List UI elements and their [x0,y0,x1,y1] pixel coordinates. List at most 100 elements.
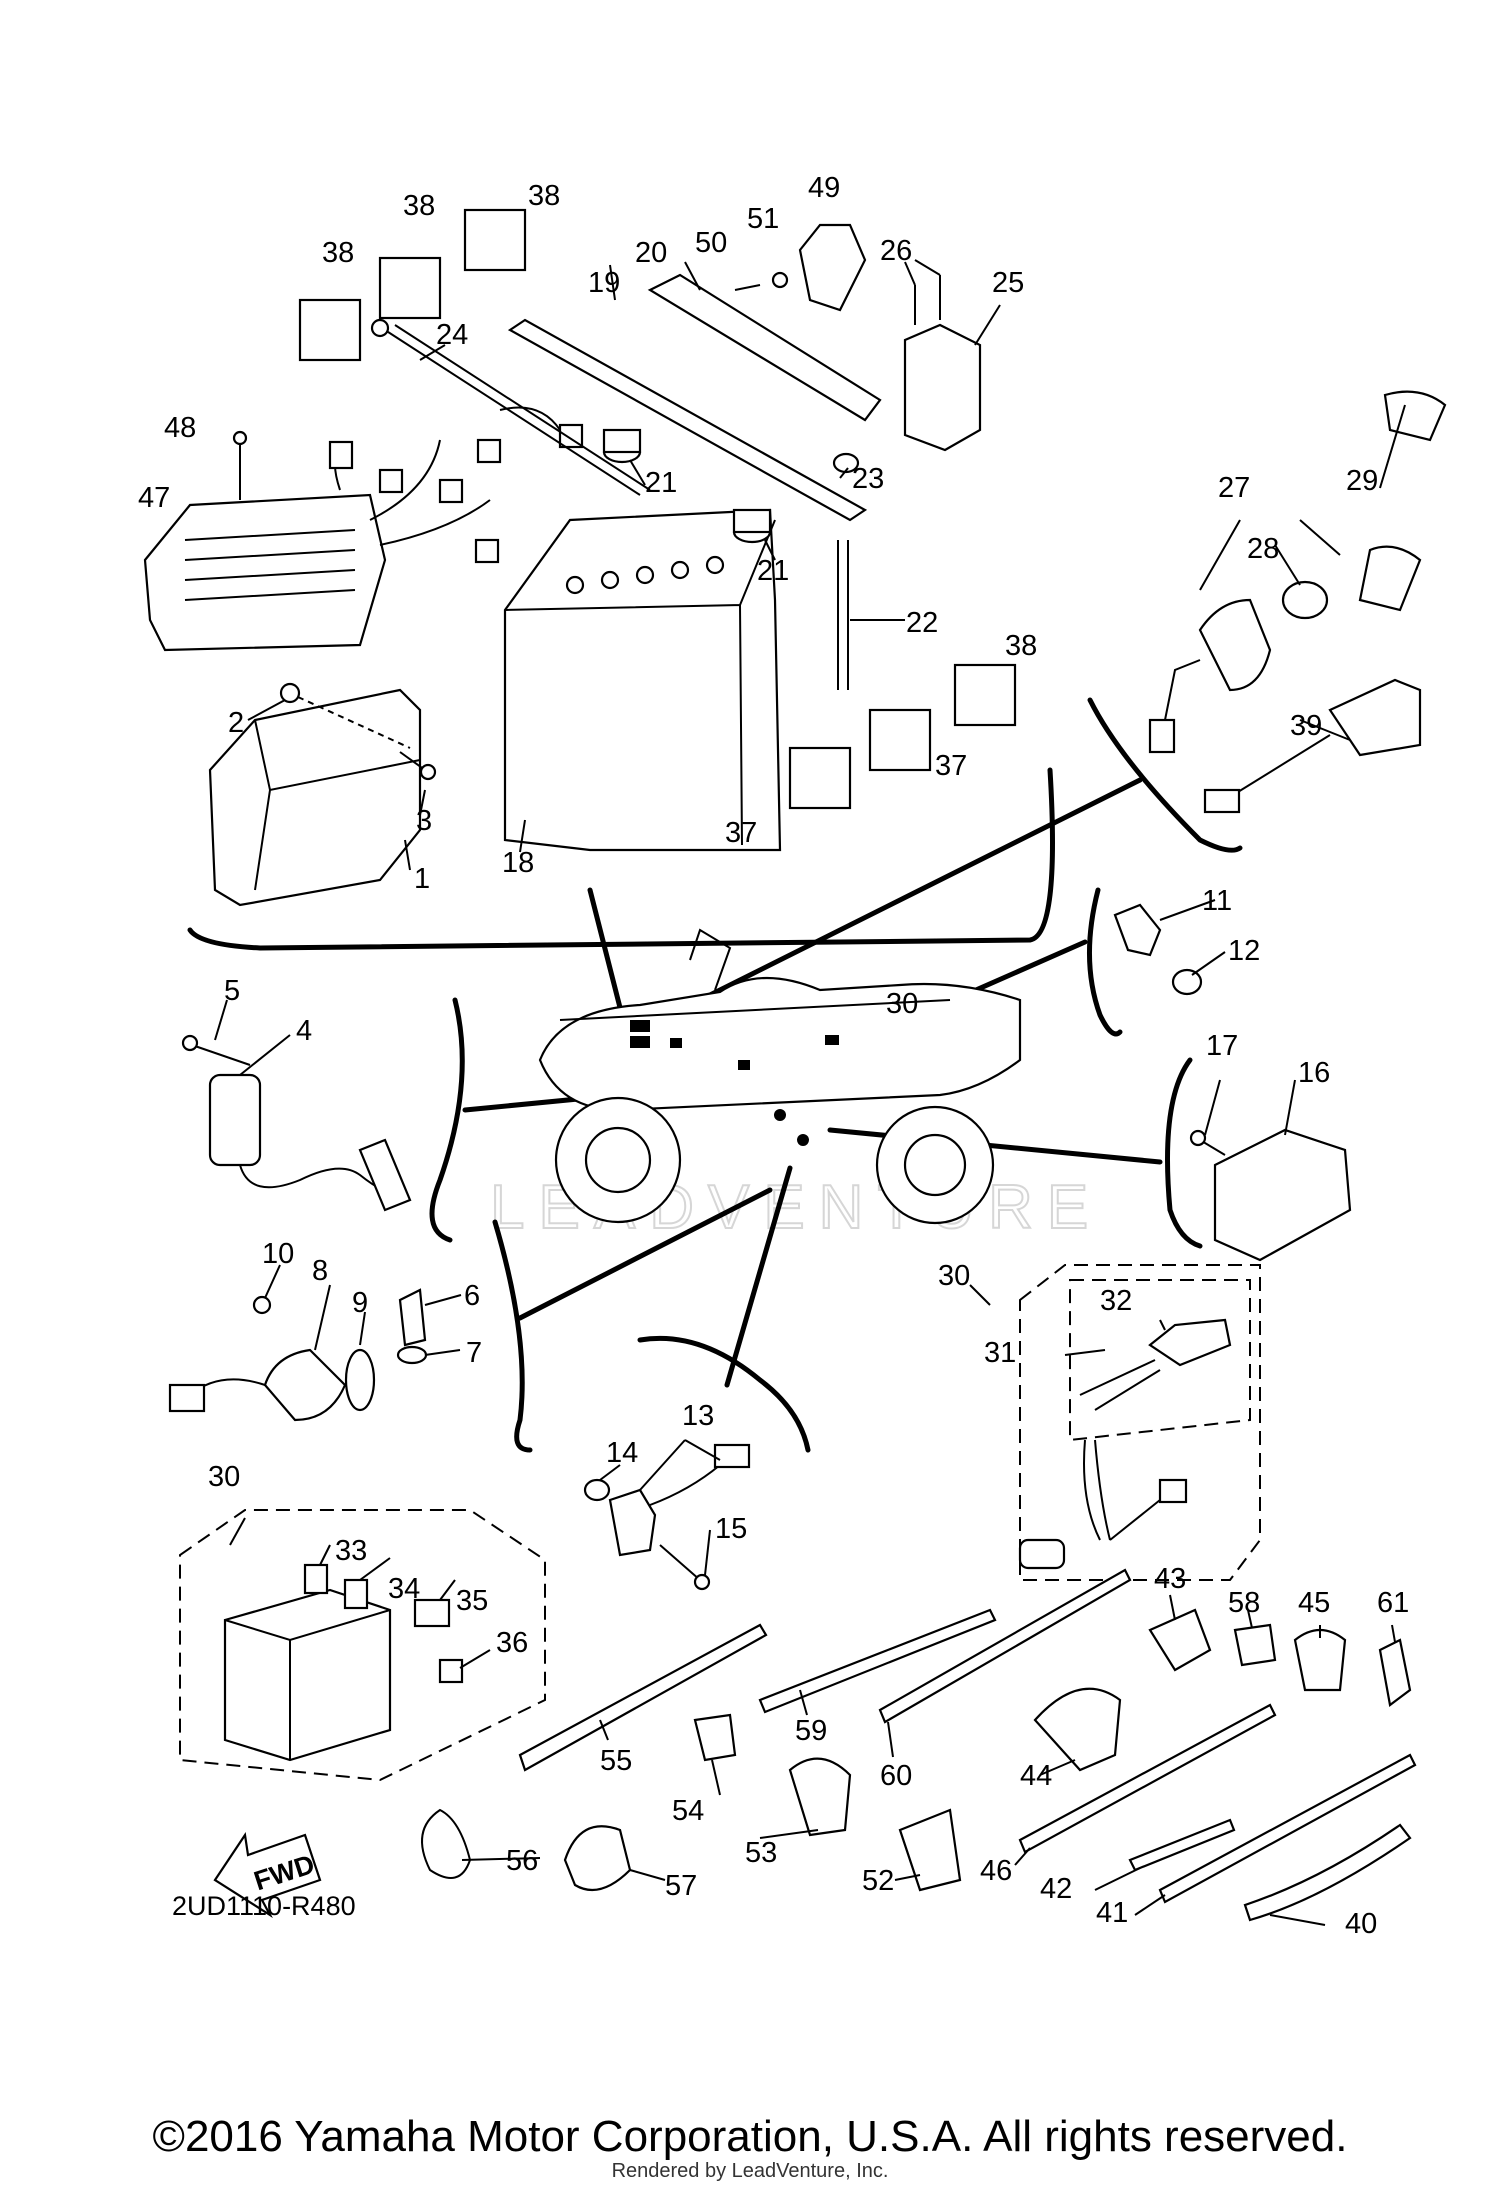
callout-30a: 30 [886,988,918,1020]
part-45-drawing [1293,1628,1347,1692]
callouts: 1 2 3 4 5 6 7 8 9 10 11 12 13 14 15 16 1… [138,172,1409,1940]
callout-40: 40 [1345,1908,1377,1940]
callout-36: 36 [496,1627,528,1659]
callout-58: 58 [1228,1587,1260,1619]
callout-8: 8 [312,1255,328,1287]
part-38-drawing-b [378,256,442,320]
fwd-arrow-icon [213,1832,322,1919]
part-14-drawing [583,1478,611,1502]
callout-23: 23 [852,463,884,495]
part-42-drawing [1128,1818,1236,1872]
callout-53: 53 [745,1837,777,1869]
part-29-key [1358,545,1422,612]
part-58-drawing [1233,1623,1277,1667]
callout-24: 24 [436,319,468,351]
callout-30c: 30 [208,1461,240,1493]
callout-11: 11 [1202,885,1232,917]
callout-42: 42 [1040,1873,1072,1905]
callout-6: 6 [464,1280,480,1312]
part-8-drawing [263,1348,347,1422]
part-33-drawing [303,1563,329,1595]
callout-4: 4 [296,1015,312,1047]
callout-57: 57 [665,1870,697,1902]
callout-2: 2 [228,707,244,739]
callout-13: 13 [682,1400,714,1432]
callout-25: 25 [992,267,1024,299]
callout-5: 5 [224,975,240,1007]
callout-16: 16 [1298,1057,1330,1089]
callout-15: 15 [715,1513,747,1545]
callout-19: 19 [588,267,620,299]
callout-50: 50 [695,227,727,259]
part-61-drawing [1378,1638,1412,1707]
part-32-drawing [1148,1318,1232,1367]
callout-38b: 38 [403,190,435,222]
part-18-drawing [503,508,782,852]
part-1-drawing [208,688,422,907]
callout-29: 29 [1346,465,1378,497]
leader-lines [214,259,1406,1926]
part-46-drawing [1018,1703,1277,1854]
part-44-drawing [1033,1687,1122,1772]
part-38-drawing-a [298,298,362,362]
part-11-drawing [1113,903,1162,957]
part-7-drawing [396,1345,428,1365]
part-19-drawing [507,318,868,522]
callout-1: 1 [414,863,430,895]
part-12-drawing [1171,968,1203,996]
part-27-drawing [1198,598,1272,692]
part-53-drawing [788,1757,852,1837]
part-38-drawing-d [953,663,1017,727]
callout-31: 31 [984,1337,1016,1369]
part-41-drawing [1158,1753,1417,1904]
callout-14: 14 [606,1437,638,1469]
callout-9: 9 [352,1287,368,1319]
part-47-drawing [143,493,387,652]
callout-3: 3 [416,805,432,837]
part-20-drawing [647,273,882,422]
part-54-drawing [693,1713,737,1762]
part-4-drawing [208,1073,262,1167]
callout-26: 26 [880,235,912,267]
callout-47: 47 [138,482,170,514]
rendered-by-notice: Rendered by LeadVenture, Inc. [611,2160,889,2182]
callout-38a: 38 [322,237,354,269]
callout-37b: 37 [725,817,757,849]
callout-52: 52 [862,1865,894,1897]
part-59-drawing [758,1608,997,1714]
callout-10: 10 [262,1238,294,1270]
callout-38c: 38 [528,180,560,212]
callout-20: 20 [635,237,667,269]
callout-45: 45 [1298,1587,1330,1619]
part-fusebox-drawing [223,1588,392,1762]
part-13-drawing [608,1488,657,1557]
callout-44: 44 [1020,1760,1052,1792]
part-35-drawing [413,1598,451,1628]
callout-21a: 21 [645,467,677,499]
callout-37a: 37 [935,750,967,782]
callout-56: 56 [506,1845,538,1877]
callout-38d: 38 [1005,630,1037,662]
part-6-drawing [398,1288,427,1347]
callout-55: 55 [600,1745,632,1777]
part-29-cap [1383,390,1447,442]
part-43-drawing [1148,1608,1212,1672]
part-25-drawing [903,323,982,452]
part-49-drawing [798,223,867,312]
part-34-drawing [343,1578,369,1610]
callout-48: 48 [164,412,196,444]
atv-silhouette [538,928,1022,1225]
callout-32: 32 [1100,1285,1132,1317]
part-36-drawing [438,1658,464,1684]
part-37-drawing-a [868,708,932,772]
parts-drawings: FWD [143,208,1447,1922]
callout-60: 60 [880,1760,912,1792]
callout-39: 39 [1290,710,1322,742]
callout-21b: 21 [757,555,789,587]
part-60-drawing [878,1568,1132,1724]
callout-61: 61 [1377,1587,1409,1619]
callout-30b: 30 [938,1260,970,1292]
part-56-drawing [421,1808,472,1879]
diagram-code: 2UD1110-R480 [172,1891,356,1921]
